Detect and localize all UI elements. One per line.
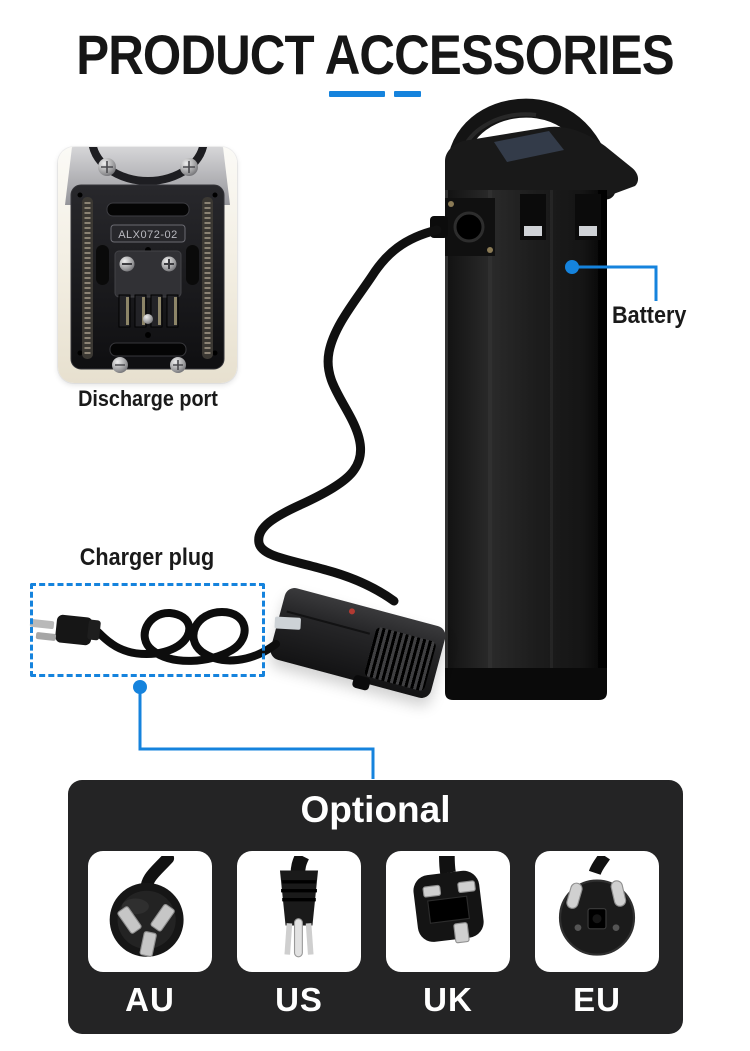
charger-led bbox=[348, 607, 356, 616]
optional-panel-title: Optional bbox=[300, 789, 451, 830]
charger-plug-label: Charger plug bbox=[79, 544, 215, 571]
battery-illustration bbox=[430, 98, 639, 700]
plug-option-au: AU bbox=[88, 851, 212, 1019]
plug-label-us: US bbox=[275, 981, 323, 1018]
uk-plug-icon bbox=[413, 855, 484, 943]
battery-charge-socket bbox=[445, 198, 495, 256]
discharge-port-model-code: ALX072-02 bbox=[118, 229, 178, 241]
battery-callout-line bbox=[572, 265, 658, 301]
plug-option-eu: EU bbox=[535, 851, 659, 1019]
battery-mount-slot bbox=[575, 194, 601, 240]
eu-plug-icon bbox=[558, 855, 636, 956]
page-title: PRODUCT ACCESSORIES bbox=[76, 23, 674, 86]
battery-callout-dot bbox=[565, 260, 579, 274]
charger-plug-callout-line bbox=[138, 687, 375, 779]
title-underline bbox=[0, 91, 750, 97]
charger-illustration bbox=[268, 585, 448, 701]
battery-label: Battery bbox=[612, 302, 687, 329]
charger-plug-callout bbox=[133, 680, 375, 779]
battery-callout bbox=[565, 260, 658, 301]
plug-tile-au bbox=[88, 851, 212, 972]
us-plug-icon bbox=[279, 855, 319, 957]
title-underline-short-dash bbox=[394, 91, 421, 97]
discharge-port-illustration: ALX072-02 bbox=[58, 147, 237, 383]
title-underline-long-dash bbox=[329, 91, 385, 97]
optional-plugs-panel: Optional AU bbox=[68, 780, 683, 1034]
plug-option-us: US bbox=[237, 851, 361, 1019]
charger-plug-selection-box bbox=[30, 583, 265, 677]
charger-vents bbox=[363, 626, 437, 692]
charge-cable-plug bbox=[430, 216, 448, 238]
plug-tile-us bbox=[237, 851, 361, 972]
plug-label-eu: EU bbox=[573, 981, 621, 1018]
plug-label-uk: UK bbox=[423, 981, 473, 1018]
discharge-port-label: Discharge port bbox=[78, 386, 218, 411]
charger-plug-callout-dot bbox=[133, 680, 147, 694]
plug-options-row: AU US bbox=[88, 851, 663, 1019]
plug-tile-eu bbox=[535, 851, 659, 972]
battery-to-charger-cable bbox=[254, 225, 442, 606]
discharge-port-photo: ALX072-02 bbox=[58, 147, 237, 383]
charger-sticker bbox=[274, 616, 302, 630]
battery-mount-slot bbox=[520, 194, 546, 240]
au-plug-icon bbox=[109, 855, 184, 957]
plug-label-au: AU bbox=[125, 981, 175, 1018]
plug-tile-uk bbox=[386, 851, 510, 972]
battery-handle bbox=[448, 98, 616, 200]
plug-option-uk: UK bbox=[386, 851, 510, 1019]
